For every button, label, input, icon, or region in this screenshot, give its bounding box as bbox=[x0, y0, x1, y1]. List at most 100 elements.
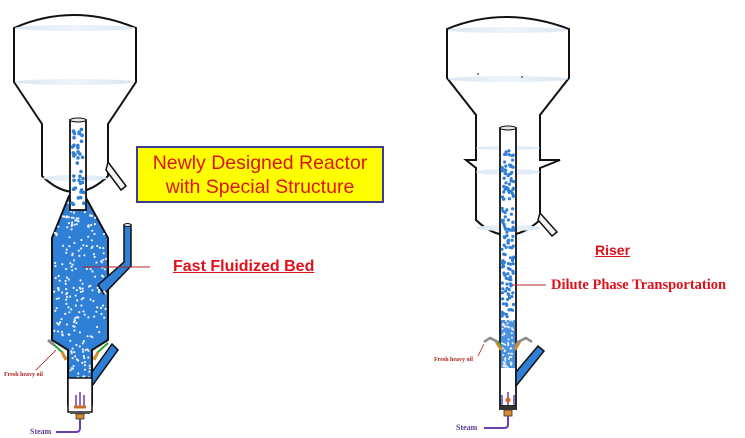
particle bbox=[511, 153, 515, 157]
particle bbox=[504, 245, 508, 249]
particle bbox=[55, 297, 58, 300]
particle bbox=[505, 364, 507, 367]
particle bbox=[77, 249, 80, 252]
particle bbox=[78, 345, 81, 348]
particle bbox=[85, 267, 88, 271]
particle bbox=[502, 365, 505, 368]
left-steam-inlet-assembly bbox=[56, 377, 93, 433]
particle bbox=[502, 361, 505, 364]
particle bbox=[66, 291, 69, 295]
particle bbox=[90, 214, 94, 217]
particle bbox=[507, 357, 510, 360]
particle bbox=[63, 215, 66, 218]
particle bbox=[75, 161, 80, 165]
particle bbox=[509, 189, 513, 194]
particle bbox=[74, 294, 77, 297]
particle bbox=[74, 304, 77, 307]
particle bbox=[72, 135, 76, 140]
particle bbox=[72, 174, 76, 178]
left-feed-nozzles bbox=[35, 338, 109, 371]
particle bbox=[506, 218, 511, 222]
particle bbox=[71, 347, 74, 350]
particle bbox=[54, 261, 57, 265]
particle bbox=[505, 208, 509, 212]
particle bbox=[505, 282, 509, 286]
particle bbox=[74, 355, 77, 358]
particle bbox=[507, 343, 510, 345]
particle bbox=[78, 286, 81, 289]
particle bbox=[104, 292, 107, 295]
particle bbox=[511, 291, 515, 295]
particle bbox=[82, 350, 85, 353]
particle bbox=[81, 176, 85, 181]
right-steam-inlet-assembly bbox=[484, 392, 517, 429]
particle bbox=[71, 357, 74, 360]
particle bbox=[79, 169, 83, 174]
particle bbox=[72, 320, 76, 324]
particle bbox=[70, 223, 73, 226]
particle bbox=[54, 265, 57, 268]
particle bbox=[98, 246, 102, 249]
particle bbox=[98, 331, 101, 334]
particle bbox=[511, 336, 513, 339]
particle bbox=[70, 367, 73, 370]
particle bbox=[79, 279, 82, 282]
particle bbox=[503, 215, 507, 219]
particle bbox=[65, 288, 68, 291]
particle bbox=[72, 364, 75, 368]
particle bbox=[505, 234, 509, 238]
particle bbox=[503, 332, 506, 335]
particle bbox=[73, 351, 76, 354]
particle bbox=[511, 256, 515, 260]
particle bbox=[511, 225, 515, 229]
title-box: Newly Designed Reactor with Special Stru… bbox=[136, 146, 384, 203]
particle bbox=[65, 302, 68, 305]
particle bbox=[83, 360, 87, 364]
particle bbox=[510, 207, 515, 211]
particle bbox=[56, 322, 59, 325]
particle bbox=[58, 322, 61, 325]
particle bbox=[82, 244, 85, 247]
particle bbox=[90, 246, 93, 250]
particle bbox=[507, 197, 511, 201]
particle bbox=[503, 152, 507, 156]
particle bbox=[77, 217, 80, 220]
particle bbox=[89, 268, 92, 271]
right-feed-nozzles bbox=[477, 336, 533, 357]
particle bbox=[86, 225, 90, 228]
particle bbox=[506, 292, 510, 296]
right-side-outlet-pipe bbox=[537, 211, 559, 238]
particle bbox=[81, 342, 84, 345]
particle bbox=[100, 306, 103, 310]
particle bbox=[503, 171, 507, 175]
particle bbox=[71, 263, 74, 266]
particle bbox=[81, 190, 86, 195]
particle bbox=[507, 325, 510, 328]
particle bbox=[70, 350, 73, 353]
particle bbox=[70, 352, 73, 355]
particle bbox=[57, 225, 60, 228]
particle bbox=[85, 244, 88, 248]
particle bbox=[511, 269, 515, 273]
particle bbox=[96, 286, 99, 289]
particle bbox=[511, 165, 515, 169]
fast-fluidized-bed-label: Fast Fluidized Bed bbox=[173, 258, 315, 275]
particle bbox=[54, 309, 57, 312]
particle bbox=[102, 247, 105, 250]
riser-particles bbox=[500, 149, 516, 369]
left-steam-line bbox=[56, 419, 81, 433]
riser-label: Riser bbox=[595, 242, 631, 258]
particle bbox=[501, 302, 505, 306]
particle bbox=[503, 289, 508, 293]
particle bbox=[507, 338, 510, 341]
particle bbox=[502, 343, 505, 345]
particle bbox=[65, 295, 69, 299]
particle bbox=[75, 343, 78, 347]
particle bbox=[83, 356, 86, 360]
particle bbox=[512, 328, 515, 331]
particle bbox=[75, 321, 78, 325]
particle bbox=[65, 323, 68, 326]
particle bbox=[512, 194, 516, 198]
particle bbox=[75, 358, 78, 361]
particle bbox=[73, 241, 76, 245]
